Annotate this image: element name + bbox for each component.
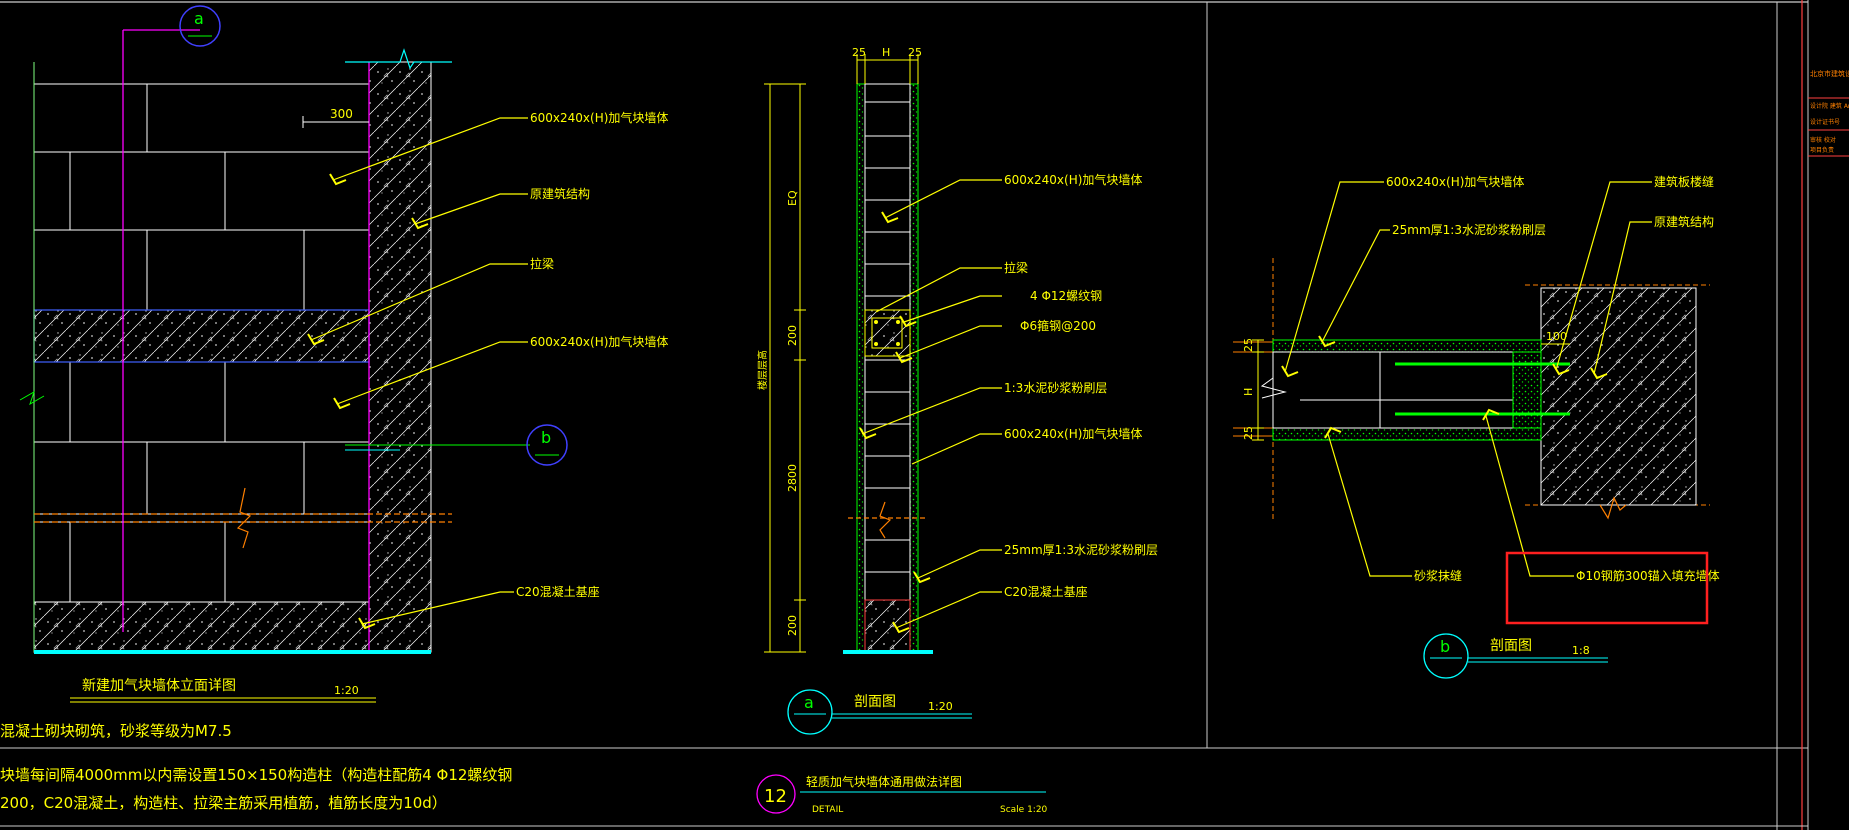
- sheet-scale: Scale 1:20: [1000, 805, 1048, 815]
- c-dim-h: H: [1242, 388, 1255, 396]
- axis-a-circle: [179, 5, 221, 47]
- tb-line-4: 审核 校对: [1810, 136, 1836, 144]
- label-base: C20混凝土基座: [516, 584, 600, 599]
- b-label-block2: 600x240x(H)加气块墙体: [1004, 426, 1142, 441]
- tb-line-3: 设计证书号: [1810, 118, 1840, 126]
- tb-line-1: 北京市建筑设计: [1810, 69, 1849, 78]
- c-dim-100: 100: [1546, 330, 1567, 343]
- notes: 混凝土砌块砌筑，砂浆等级为M7.5 块墙每间隔4000mm以内需设置150×15…: [0, 722, 512, 812]
- c-dim-25b: 25: [1242, 426, 1255, 440]
- tb-line-5: 项目负责: [1810, 146, 1834, 154]
- dim-top-right: 25: [908, 46, 922, 59]
- b-label-tie-beam: 拉梁: [1004, 260, 1028, 275]
- panel-b-badge-circle: [787, 689, 833, 735]
- tie-beam-hatch: [33, 309, 370, 363]
- dim-top-h: H: [882, 46, 890, 59]
- panel-b-title: 剖面图: [854, 694, 896, 710]
- panel-b-scale: 1:20: [928, 700, 953, 713]
- dim-200b: 200: [786, 615, 799, 636]
- b-label-base: C20混凝土基座: [1004, 584, 1088, 599]
- dim-floor-height: 楼层层高: [756, 350, 769, 390]
- sheet-frame: [0, 0, 1809, 830]
- label-block-mid: 600x240x(H)加气块墙体: [530, 334, 668, 349]
- label-original-structure: 原建筑结构: [530, 186, 590, 201]
- note-line-1: 混凝土砌块砌筑，砂浆等级为M7.5: [0, 722, 232, 740]
- sheet-title-text: 轻质加气块墙体通用做法详图: [806, 774, 962, 789]
- c-dim-25a: 25: [1242, 338, 1255, 352]
- panel-b-section: 25 H 25 EQ 200 2800 200 楼层层高: [756, 46, 1158, 735]
- dim-300: 300: [330, 107, 353, 121]
- axis-b-label: b: [541, 428, 551, 447]
- b-label-mortar: 1:3水泥砂浆粉刷层: [1004, 380, 1107, 395]
- label-block-top: 600x240x(H)加气块墙体: [530, 110, 668, 125]
- dim-2800: 2800: [786, 464, 799, 492]
- original-structure-column: [368, 61, 432, 653]
- sheet-title: 12 轻质加气块墙体通用做法详图 DETAIL Scale 1:20: [756, 774, 1048, 815]
- c-label-anchor-rebar: Φ10钢筋300锚入填充墙体: [1576, 568, 1720, 583]
- panel-c-title: 剖面图: [1490, 638, 1532, 654]
- b-label-rebar: 4 Φ12螺纹钢: [1030, 289, 1102, 303]
- b-label-block: 600x240x(H)加气块墙体: [1004, 172, 1142, 187]
- axis-a-label: a: [194, 9, 204, 28]
- note-line-2: 块墙每间隔4000mm以内需设置150×150构造柱（构造柱配筋4 Φ12螺纹钢: [0, 766, 512, 784]
- panel-c-section: 25 H 25 100 600x240x(H)加气块墙体 25mm厚1:3水泥砂…: [1233, 174, 1720, 679]
- dim-200a: 200: [786, 325, 799, 346]
- sheet-detail: DETAIL: [812, 805, 843, 815]
- panel-a-title: 新建加气块墙体立面详图: [82, 678, 236, 694]
- dim-eq: EQ: [786, 190, 799, 206]
- axis-b-circle: [526, 424, 568, 466]
- panel-a-scale: 1:20: [334, 684, 359, 697]
- c-structure: [1540, 287, 1697, 506]
- note-line-3: 200，C20混凝土，构造柱、拉梁主筋采用植筋，植筋长度为10d）: [0, 794, 447, 812]
- panel-c-badge: b: [1440, 637, 1450, 656]
- tb-line-2: 设计院 建筑 Arch: [1810, 102, 1849, 110]
- label-tie-beam: 拉梁: [530, 256, 554, 271]
- dim-top-left: 25: [852, 46, 866, 59]
- c-label-slab: 建筑板楼缝: [1654, 174, 1714, 189]
- b-label-stirrup: Φ6箍钢@200: [1020, 318, 1096, 333]
- c-label-block: 600x240x(H)加气块墙体: [1386, 174, 1524, 189]
- c-label-mortar-joint: 砂浆抹缝: [1414, 568, 1462, 583]
- highlight-box: [1505, 551, 1709, 625]
- panel-a-elevation: 300 a b 600x240x(H)加气块墙体 原建筑结构 拉梁 600x24…: [19, 5, 668, 703]
- panel-c-scale: 1:8: [1572, 644, 1590, 657]
- c-label-original-structure: 原建筑结构: [1654, 214, 1714, 229]
- panel-b-badge: a: [804, 693, 814, 712]
- sheet-number: 12: [764, 786, 787, 807]
- panel-c-badge-circle: [1423, 633, 1469, 679]
- base-hatch: [33, 601, 370, 653]
- c-label-mortar25: 25mm厚1:3水泥砂浆粉刷层: [1392, 222, 1546, 237]
- title-block: 北京市建筑设计 设计院 建筑 Arch 设计证书号 审核 校对 项目负责: [1808, 69, 1849, 157]
- b-label-mortar25: 25mm厚1:3水泥砂浆粉刷层: [1004, 542, 1158, 557]
